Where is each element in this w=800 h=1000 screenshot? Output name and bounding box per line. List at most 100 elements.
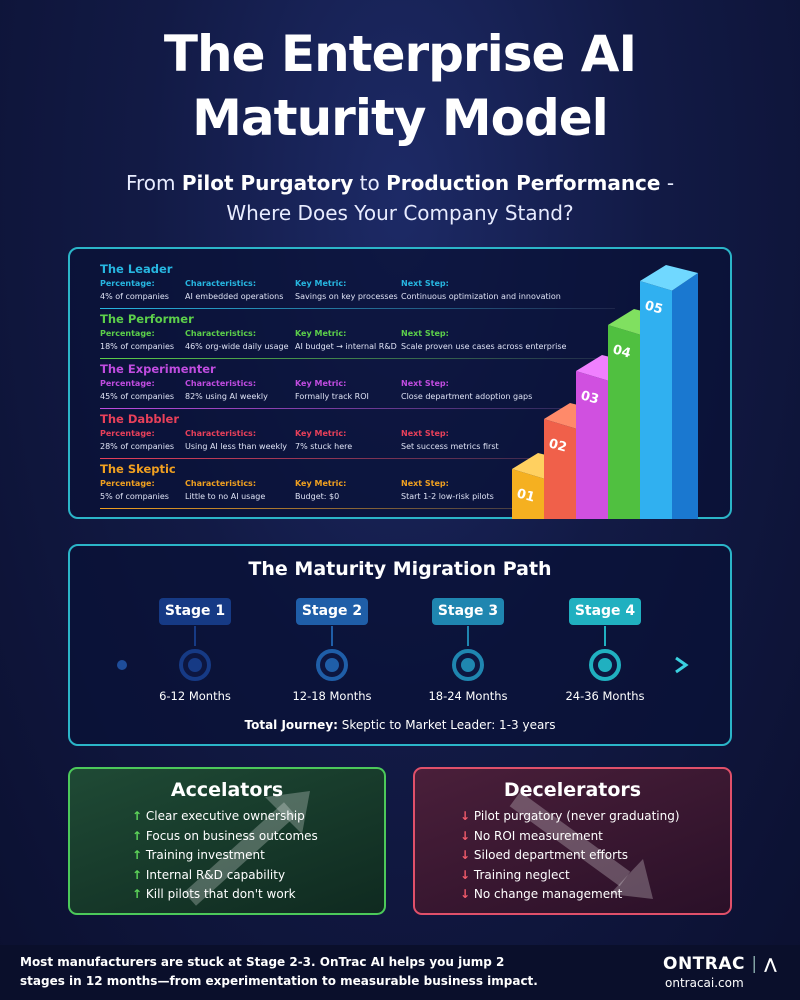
item-text: No ROI measurement [473, 828, 603, 843]
stair-label: 03 [579, 388, 600, 407]
footer-text: Most manufacturers are stuck at Stage 2-… [20, 955, 538, 988]
migration-path-panel: The Maturity Migration Path Stage 1 6-12 … [68, 544, 732, 746]
arrow-down-icon: ↓ [460, 848, 471, 862]
list-item: ↑ Internal R&D capability [132, 866, 384, 886]
level-key-metric: Key Metric: Formally track ROI [295, 377, 369, 403]
arrow-down-icon: ↓ [460, 887, 471, 901]
arrow-up-icon: ↑ [132, 828, 143, 843]
stage-duration: 6-12 Months [159, 689, 231, 703]
arrow-up-icon: ↑ [132, 887, 143, 901]
level-name: The Skeptic [100, 462, 176, 476]
accelerators-box: Accelators ↑ Clear executive ownership↑ … [68, 767, 386, 915]
list-item: ↑ Kill pilots that don't work [132, 885, 384, 905]
logo-text: ONTRAC [663, 954, 745, 974]
list-item: ↓ Training neglect [460, 866, 730, 886]
field-value: 45% of companies [100, 392, 175, 401]
level-key-metric: Key Metric: AI budget → internal R&D [295, 327, 397, 353]
ontrac-logo: ONTRAC | ⋀ [663, 954, 778, 974]
field-value: AI embedded operations [185, 292, 284, 301]
subtitle-bold: Production Performance [386, 171, 661, 195]
field-value: AI budget → internal R&D [295, 342, 397, 351]
stair-label: 02 [547, 436, 568, 455]
level-next-step: Next Step:Start 1-2 low-risk pilots [401, 477, 494, 503]
field-value: 28% of companies [100, 442, 175, 451]
field-value: Set success metrics first [401, 442, 499, 451]
subtitle-bold: Pilot Purgatory [181, 171, 354, 195]
level-next-step: Next Step:Close department adoption gaps [401, 377, 532, 403]
subtitle-line-2: Where Does Your Company Stand? [226, 201, 574, 225]
field-label: Next Step: [401, 429, 449, 438]
field-label: Key Metric: [295, 479, 347, 488]
arrow-down-icon: ↓ [460, 867, 471, 882]
level-key-metric: Key Metric:7% stuck here [295, 427, 352, 453]
stage-badge: Stage 1 [159, 598, 231, 625]
field-label: Percentage: [100, 329, 155, 338]
level-percentage: Percentage:5% of companies [100, 477, 169, 503]
total-label: Total Journey: [244, 718, 338, 732]
accelerators-title: Accelators [170, 779, 284, 801]
item-text: Training neglect [473, 867, 570, 882]
level-characteristics: Characteristics: 46% org-wide daily usage [185, 327, 288, 353]
total-text: Skeptic to Market Leader: 1-3 years [337, 718, 556, 732]
divider [100, 458, 615, 459]
subtitle: From Pilot Purgatory to Production Perfo… [0, 168, 800, 228]
migration-title: The Maturity Migration Path [248, 558, 552, 580]
total-journey: Total Journey: Skeptic to Market Leader:… [70, 718, 730, 732]
field-label: Percentage: [100, 479, 155, 488]
stage-duration: 12-18 Months [292, 689, 372, 703]
field-label: Characteristics: [185, 479, 257, 488]
field-label: Next Step: [401, 329, 449, 338]
arrow-right-icon [675, 656, 689, 674]
stair-label: 01 [515, 486, 536, 505]
stage-duration: 24-36 Months [565, 689, 645, 703]
item-text: Training investment [145, 848, 265, 862]
field-label: Key Metric: [295, 329, 347, 338]
field-value: Formally track ROI [295, 392, 369, 401]
stage-badge: Stage 3 [432, 598, 504, 625]
subtitle-text: to [353, 171, 387, 195]
field-value: Continuous optimization and innovation [401, 292, 561, 301]
field-value: Using AI less than weekly [185, 442, 288, 451]
level-name: The Dabbler [100, 412, 180, 426]
level-key-metric: Key Metric:Budget: $0 [295, 477, 346, 503]
field-value: 18% of companies [100, 342, 175, 351]
list-item: ↓ No ROI measurement [460, 827, 730, 847]
divider [100, 508, 615, 509]
level-percentage: Percentage: 18% of companies [100, 327, 174, 353]
level-next-step: Next Step:Scale proven use cases across … [401, 327, 566, 353]
level-key-metric: Key Metric:Savings on key processes [295, 277, 398, 303]
stage-duration: 18-24 Months [428, 689, 508, 703]
level-characteristics: Characteristics:82% using AI weekly [185, 377, 268, 403]
decelerators-box: Decelerators ↓ Pilot purgatory (never gr… [413, 767, 732, 915]
field-label: Characteristics: [185, 329, 257, 338]
list-item: ↑ Clear executive ownership [132, 807, 384, 827]
field-value: Savings on key processes [295, 292, 398, 301]
list-item: ↓ No change management [460, 885, 730, 905]
website-link[interactable]: ontracai.com [665, 976, 744, 990]
stair-label: 05 [643, 298, 664, 317]
arrow-up-icon: ↑ [132, 809, 143, 823]
level-name: The Experimenter [100, 362, 216, 376]
field-label: Key Metric: [295, 379, 347, 388]
level-characteristics: Characteristics:Little to no AI usage [185, 477, 265, 503]
arrow-down-icon: ↓ [460, 809, 471, 823]
item-text: Siloed department efforts [473, 848, 629, 862]
title-line-1: The Enterprise AI [163, 25, 637, 83]
list-item: ↑ Focus on business outcomes [132, 827, 384, 847]
staircase-chart: 01 02 03 04 05 [512, 265, 698, 519]
item-text: Clear executive ownership [145, 809, 305, 823]
arrow-down-icon: ↓ [460, 828, 471, 843]
trend-up-arrow-icon [183, 791, 310, 906]
field-label: Characteristics: [185, 379, 257, 388]
field-value: 7% stuck here [295, 442, 353, 451]
field-value: 46% org-wide daily usage [185, 342, 289, 351]
stage-node [452, 626, 484, 681]
level-percentage: Percentage:28% of companies [100, 427, 174, 453]
stair-label: 04 [611, 342, 632, 361]
